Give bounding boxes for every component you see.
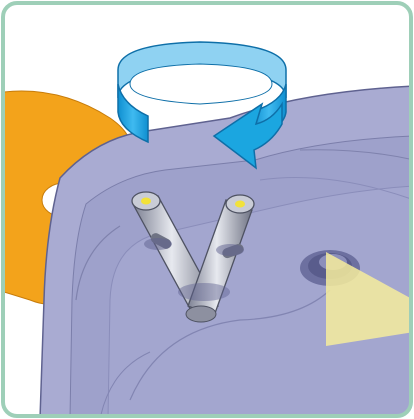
tool-tip-icon: [141, 198, 151, 205]
